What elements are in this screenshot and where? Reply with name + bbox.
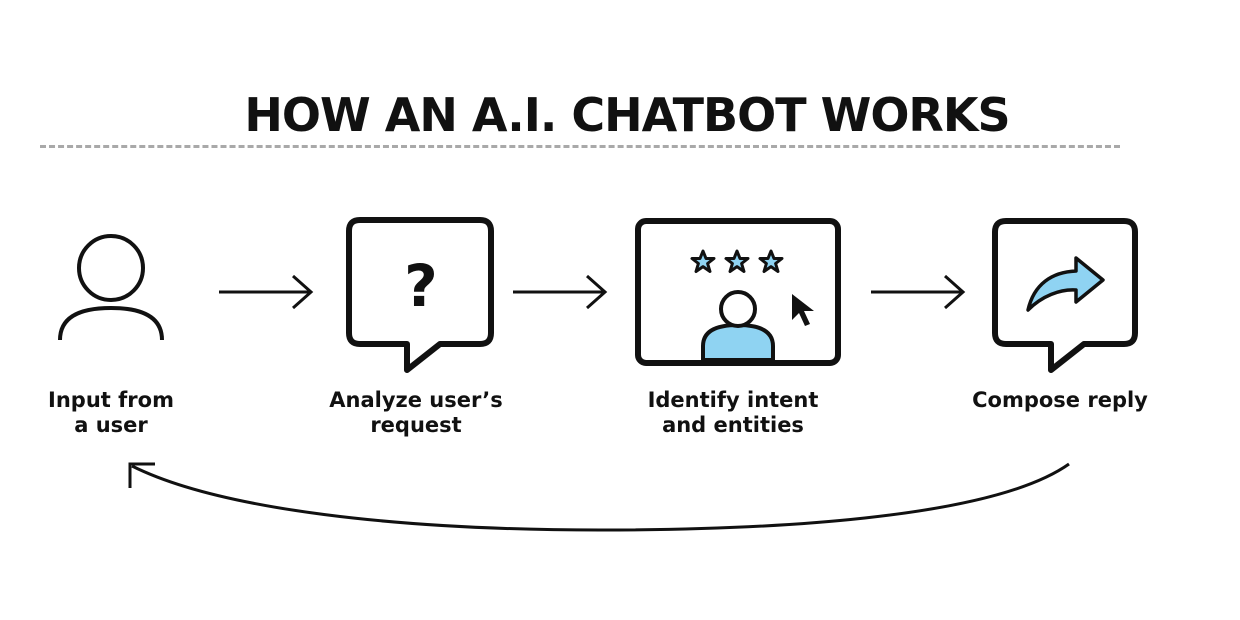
label-line: a user [74, 413, 148, 437]
share-arrow-icon [1026, 256, 1105, 312]
return-loop-arrow-icon [128, 462, 1070, 532]
arrow-right-icon [513, 274, 608, 310]
label-line: Analyze user’s [329, 388, 503, 412]
label-line: request [370, 413, 462, 437]
cursor-icon [792, 294, 814, 326]
label-line: Input from [48, 388, 174, 412]
step-label-compose: Compose reply [955, 388, 1165, 413]
question-bubble-icon: ? [346, 217, 494, 373]
step-label-input: Input from a user [21, 388, 201, 438]
dashed-divider [40, 145, 1120, 148]
label-line: and entities [662, 413, 804, 437]
arrow-right-icon [219, 274, 314, 310]
svg-text:?: ? [404, 252, 438, 320]
step-label-identify: Identify intent and entities [623, 388, 843, 438]
label-line: Identify intent [647, 388, 819, 412]
reply-bubble-icon [992, 218, 1138, 373]
label-line: Compose reply [972, 388, 1148, 412]
screen-rating-icon [635, 218, 841, 366]
step-label-analyze: Analyze user’s request [316, 388, 516, 438]
user-icon [58, 234, 164, 341]
arrow-right-icon [871, 274, 966, 310]
diagram-title: HOW AN A.I. CHATBOT WORKS [244, 88, 1010, 142]
person-icon [701, 290, 775, 362]
